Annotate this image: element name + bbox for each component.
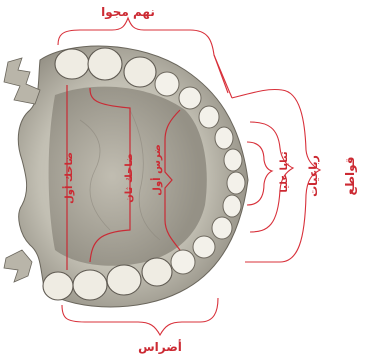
brace-inner-right [247, 142, 272, 205]
label-first-premolar: ضاحك أول [62, 152, 75, 204]
bone-fragment-bottom [4, 250, 32, 282]
label-incisors: قواطع [343, 157, 358, 196]
label-molars: أضراس [138, 339, 182, 354]
bone-fragment-top [4, 58, 40, 104]
brace-top-small [214, 55, 232, 98]
label-upper-canine: نهم مجوا [101, 5, 155, 20]
label-lateral-incisors: رباعيات [307, 155, 320, 197]
label-central-incisors: ثنايا عليا [279, 151, 290, 193]
label-first-molar: ضرس أول [150, 144, 163, 195]
label-second-premolar: ضاحك ثان [124, 153, 135, 202]
